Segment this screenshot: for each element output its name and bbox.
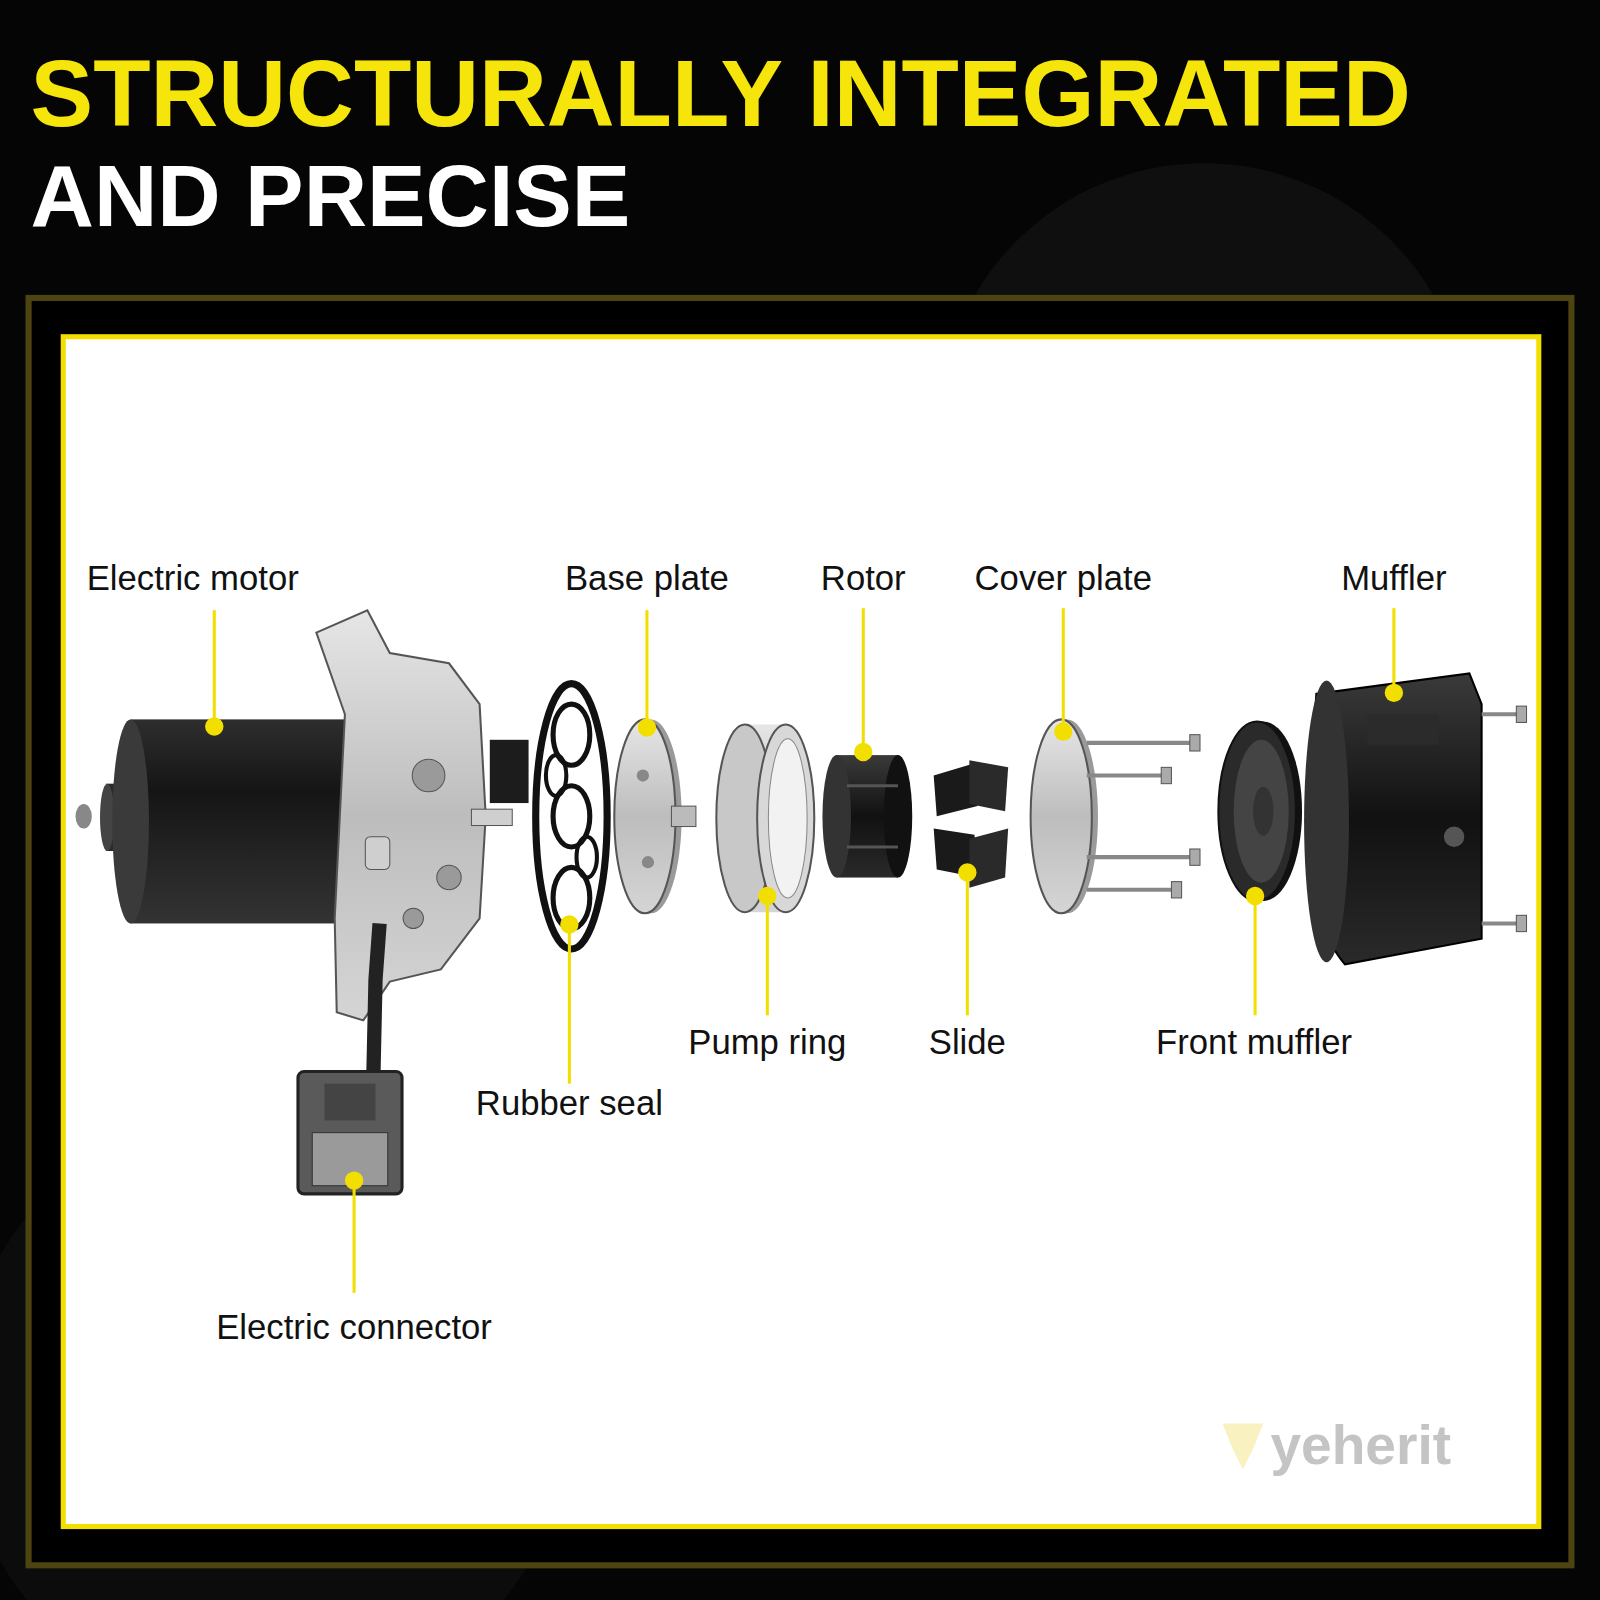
- part-label: Base plate: [565, 559, 729, 597]
- heading: STRUCTURALLY INTEGRATED: [31, 42, 1411, 145]
- part-label: Pump ring: [688, 1023, 846, 1061]
- watermark: yeherit: [1270, 1415, 1451, 1476]
- part-label: Rubber seal: [476, 1084, 663, 1122]
- part-label: Rotor: [821, 559, 906, 597]
- part-label: Cover plate: [975, 559, 1152, 597]
- heading-line: AND PRECISE: [31, 148, 631, 245]
- part-label: Electric connector: [216, 1308, 492, 1346]
- part-label: Slide: [929, 1023, 1006, 1061]
- part-label: Electric motor: [87, 559, 299, 597]
- part-label: Front muffler: [1156, 1023, 1352, 1061]
- part-label: Muffler: [1341, 559, 1446, 597]
